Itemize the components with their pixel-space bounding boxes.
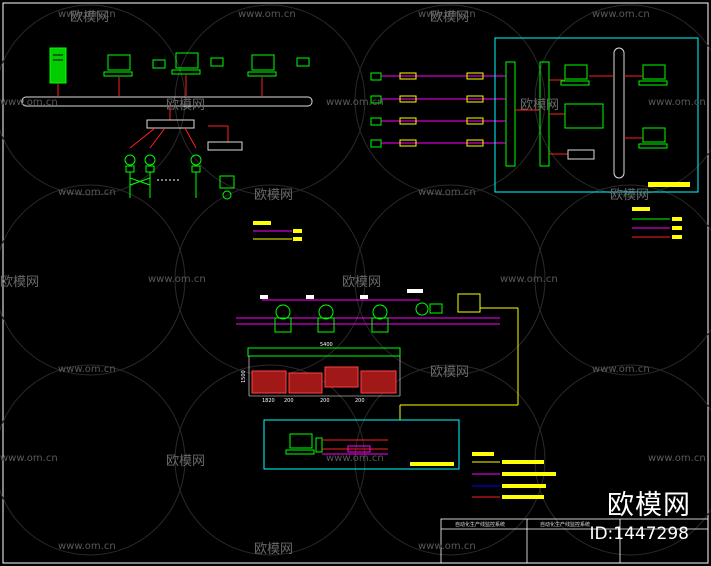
- watermark-logo: 欧模网: [430, 365, 470, 380]
- watermark-logo: 欧模网: [430, 10, 470, 25]
- watermark-url: www.om.cn: [326, 453, 384, 464]
- bottom-legend: [472, 452, 556, 499]
- network-section: [21, 47, 313, 241]
- watermark-url: www.om.cn: [58, 9, 116, 20]
- watermark-url: www.om.cn: [238, 9, 296, 20]
- controller-box: [207, 141, 243, 151]
- title-block-cell: 自动化生产线监控系统: [455, 522, 506, 528]
- workstation-icon: [285, 433, 323, 455]
- vertical-bus: [613, 47, 625, 179]
- operator-panel: [263, 419, 460, 470]
- control-section: [370, 37, 699, 239]
- watermark-url: www.om.cn: [418, 9, 476, 20]
- watermark-url: www.om.cn: [58, 364, 116, 375]
- watermark-url: www.om.cn: [648, 453, 706, 464]
- legend-swatch: [253, 221, 271, 225]
- pump-icon: [219, 175, 235, 200]
- watermark-url: www.om.cn: [418, 187, 476, 198]
- network-backbone: [21, 96, 313, 107]
- workstation-icon: [103, 52, 277, 77]
- workstation-icon: [560, 64, 668, 149]
- control-panel-frame: [494, 37, 699, 193]
- watermark-url: www.om.cn: [326, 97, 384, 108]
- watermark-url: www.om.cn: [58, 541, 116, 552]
- watermark-logo: 欧模网: [342, 275, 382, 290]
- watermark-url: www.om.cn: [500, 274, 558, 285]
- watermark-url: www.om.cn: [0, 97, 58, 108]
- watermark-url: www.om.cn: [148, 274, 206, 285]
- process-section: 5400 1500 1820 200 200 200: [236, 289, 519, 420]
- dim-1: 1820: [262, 398, 275, 404]
- switch-icon: [146, 119, 195, 129]
- watermark-circles: [0, 4, 711, 556]
- dim-top: 5400: [320, 342, 333, 348]
- watermark-logo: 欧模网: [0, 275, 40, 290]
- sensor-icon: [370, 72, 382, 148]
- tank: [251, 366, 397, 394]
- watermark-url: www.om.cn: [0, 453, 58, 464]
- keyboard-icon: [567, 149, 595, 160]
- title-block: [440, 518, 709, 564]
- dim-4: 200: [355, 398, 365, 404]
- dim-2: 200: [284, 398, 294, 404]
- brand-logo: 欧模网: [607, 490, 691, 521]
- model-id: ID:1447298: [589, 524, 689, 544]
- dim-left: 1500: [241, 370, 247, 383]
- watermark-logo: 欧模网: [254, 542, 294, 557]
- watermark-url: www.om.cn: [58, 187, 116, 198]
- watermark-logo: 欧模网: [70, 10, 110, 25]
- watermark-logo: 欧模网: [254, 188, 294, 203]
- title-block-cell: 自动化生产线监控系统: [540, 522, 591, 528]
- sensor-icon: [124, 154, 202, 198]
- server-icon: [49, 47, 67, 97]
- dim-3: 200: [320, 398, 330, 404]
- watermark-url: www.om.cn: [592, 364, 650, 375]
- motor-icon: [274, 302, 443, 333]
- watermark-url: www.om.cn: [418, 541, 476, 552]
- watermark-logo: 欧模网: [520, 98, 560, 113]
- printer-icon: [152, 57, 310, 69]
- watermark-logo: 欧模网: [610, 188, 650, 203]
- watermark-logo: 欧模网: [166, 98, 206, 113]
- watermark-url: www.om.cn: [592, 9, 650, 20]
- watermark-url: www.om.cn: [648, 97, 706, 108]
- watermark-logo: 欧模网: [166, 454, 206, 469]
